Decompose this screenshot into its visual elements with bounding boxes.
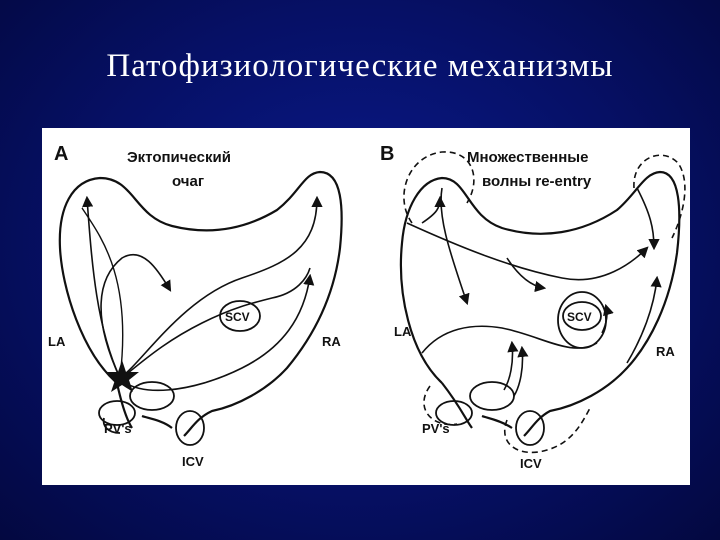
panel-b-title-line1: Множественные [467,149,588,166]
panel-b-label-icv: ICV [520,456,542,471]
panel-b-wave-pv-up [503,340,519,391]
panel-b-wave-pv-up-2 [513,345,529,397]
panel-b-pv-ellipse-2 [435,400,473,426]
atria-diagram-svg: A Эктопический очаг SCV LA RA PV's ICV B… [48,143,686,471]
panel-b-wave-right [626,275,662,364]
panel-b-label-la: LA [394,324,412,339]
slide-title: Патофизиологические механизмы [106,48,614,84]
panel-a-title-line2: очаг [172,173,204,190]
panel-a-pv-ellipse-2 [98,400,136,426]
panel-b-scv-arrow [601,303,614,334]
panel-b: B Множественные волны re-entry SCV LA RA [380,143,686,471]
panel-a-septum-line [121,267,311,379]
panel-a-arrow-mid [100,253,172,379]
panel-b-icv-ellipse [515,410,545,446]
panel-a-ectopic-focus-star [105,360,139,392]
panel-a-pv-vein-3 [102,417,121,434]
panel-a: A Эктопический очаг SCV LA RA PV's ICV [48,143,343,469]
panel-a-arrow-to-ra [119,273,315,392]
panel-a-icv-ellipse [175,410,205,446]
panel-b-wave-mid-arrow [506,257,547,293]
panel-a-arrow-to-ra-top [119,195,323,379]
atria-diagram-figure: A Эктопический очаг SCV LA RA PV's ICV B… [42,128,690,485]
panel-a-label-icv: ICV [182,454,204,469]
panel-b-dashed-loop-icv [504,407,591,454]
panel-b-atria-outline [399,170,681,437]
panel-b-wave-left-down [440,187,470,306]
panel-b-title-line2: волны re-entry [482,173,592,190]
panel-a-path-left [81,207,124,379]
panel-b-wave-upper [406,222,649,281]
panel-b-label-pvs: PV's [422,421,450,436]
panel-b-dashed-loop-top-right [633,154,686,239]
panel-a-title-line1: Эктопический [127,149,231,166]
panel-a-label-pvs: PV's [104,421,132,436]
panel-b-pv-ellipse-1 [469,381,515,411]
panel-a-label-ra: RA [322,334,341,349]
panel-a-atria-outline [58,170,343,437]
panel-a-scv-ellipse [219,300,261,332]
panel-a-label-scv: SCV [225,310,250,324]
panel-b-wave-top-right [636,187,660,251]
panel-b-dashed-loop-pv [423,385,458,426]
panel-b-letter: B [380,143,394,165]
panel-b-scv-ellipse [562,301,602,331]
panel-a-label-la: LA [48,334,66,349]
panel-b-label-ra: RA [656,344,675,359]
panel-a-pv-ellipse-1 [129,381,175,411]
panel-b-wave-top-left-arrow [421,195,446,224]
panel-b-label-scv: SCV [567,310,592,324]
panel-b-dashed-loop-top-left [403,151,475,224]
panel-a-letter: A [54,143,68,165]
panel-b-wave-lower [421,325,598,354]
